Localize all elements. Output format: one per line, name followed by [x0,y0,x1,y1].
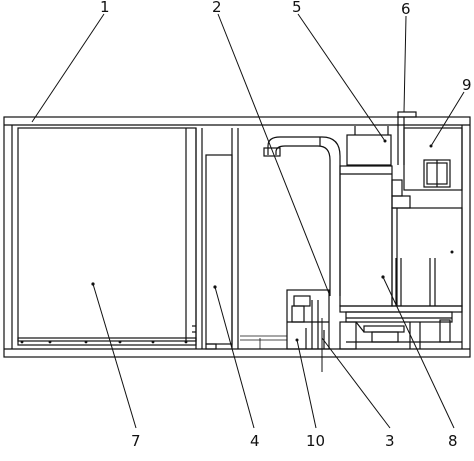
part-label-2: 2 [212,0,222,16]
pump-assembly [240,289,330,372]
part-label-4: 4 [250,432,260,450]
outer-frame [3,111,471,358]
main-unit [339,165,463,307]
part-label-7: 7 [131,432,141,450]
control-box [403,127,463,191]
part-label-5: 5 [292,0,302,16]
tall-tank [205,154,233,345]
part-label-9: 9 [462,76,472,94]
leader-lines [31,13,465,429]
part-label-6: 6 [401,0,411,18]
part-label-8: 8 [448,432,458,450]
left-cabinet [17,127,197,346]
duct-pipe [263,136,341,296]
part-label-10: 10 [306,432,325,450]
vent-pipe [397,117,405,165]
base-frame [339,305,463,350]
electric-box [346,126,392,166]
part-label-3: 3 [385,432,395,450]
part-label-1: 1 [100,0,110,16]
